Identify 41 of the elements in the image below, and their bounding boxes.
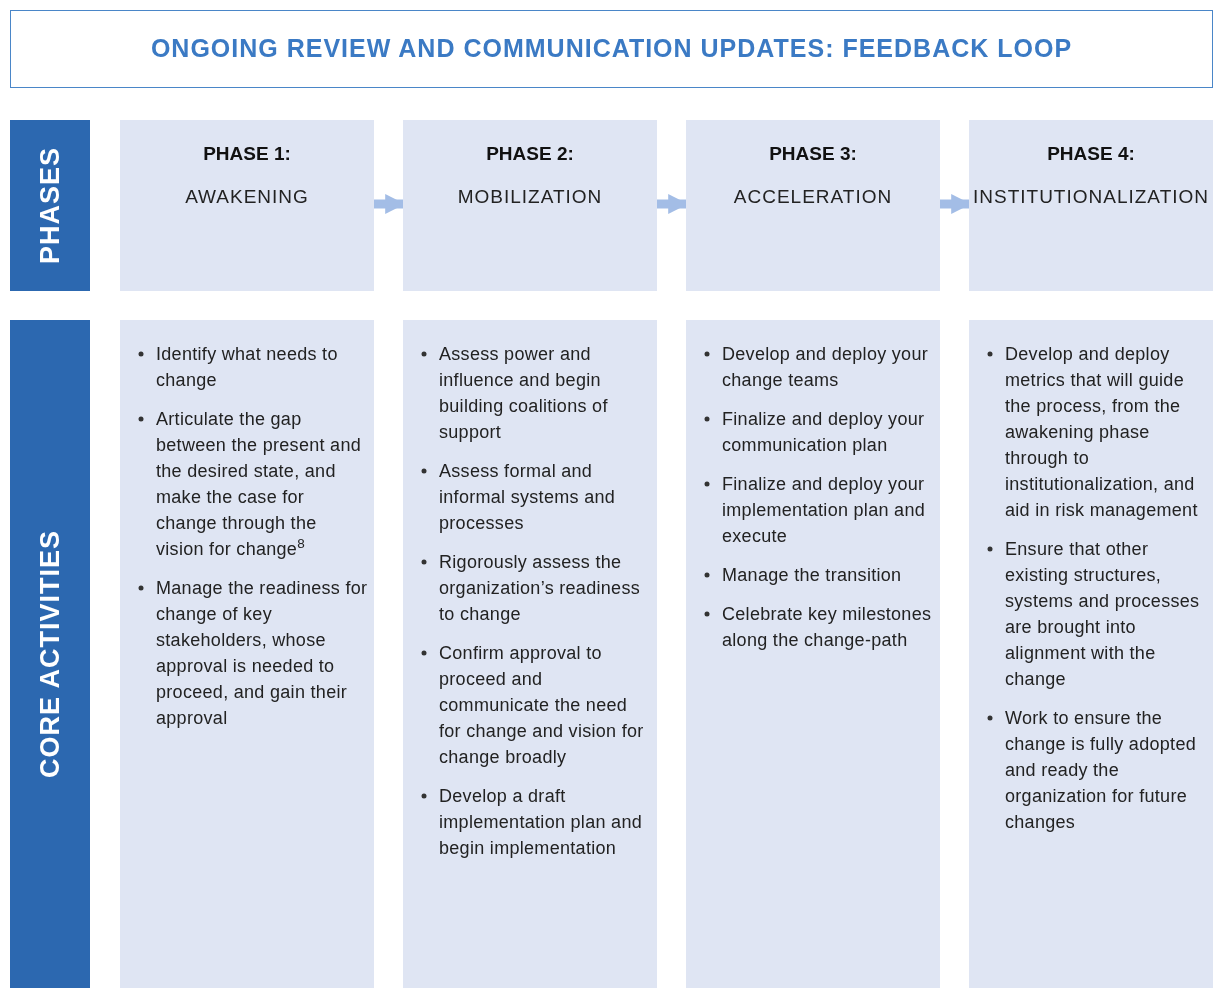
- phase-box: [120, 120, 374, 291]
- bullet-item: Celebrate key milestones along the change-path: [722, 603, 933, 652]
- phase-number: PHASE 1:: [203, 142, 291, 166]
- activity-column: [120, 320, 374, 988]
- phase-number: PHASE 3:: [769, 142, 857, 166]
- bullet-item: Assess formal and informal systems and processes: [439, 460, 617, 535]
- band-label: CORE ACTIVITIES: [33, 530, 66, 778]
- bullet-item: Manage the transition: [722, 564, 902, 587]
- activity-column: [969, 320, 1213, 988]
- arrow: [657, 194, 688, 214]
- phase-name: MOBILIZATION: [457, 184, 603, 209]
- bullet-item: Finalize and deploy your implementation plan and execute: [722, 473, 927, 548]
- phase-name: AWAKENING: [185, 184, 309, 209]
- bullet-item: Develop a draft implementation plan and begin implementation: [439, 785, 644, 860]
- phase-number: PHASE 2:: [486, 142, 574, 166]
- activity-column: [403, 320, 657, 988]
- phase-box: [969, 120, 1213, 291]
- phase-box: [686, 120, 940, 291]
- bullet-item: Finalize and deploy your communication plan: [722, 408, 926, 457]
- phase-name: INSTITUTIONALIZATION: [972, 184, 1209, 209]
- bullet-item: Develop and deploy your change teams: [722, 343, 930, 392]
- bullet-item: Develop and deploy metrics that will guide the process, from the awakening phase through to institutionalization, and aid in risk management: [1005, 343, 1199, 522]
- banner-title: ONGOING REVIEW AND COMMUNICATION UPDATES: FEEDBACK LOOP: [150, 33, 1073, 65]
- title-banner: [10, 10, 1213, 88]
- bullet-item: Ensure that other existing structures, systems and processes are brought into alignment with the change: [1005, 538, 1201, 691]
- section-band: [10, 320, 90, 988]
- phase-box: [403, 120, 657, 291]
- section-band: [10, 120, 90, 291]
- arrow: [940, 194, 971, 214]
- band-label: PHASES: [33, 146, 66, 264]
- bullet-item: Rigorously assess the organization’s readiness to change: [439, 551, 641, 626]
- bullet-item: Articulate the gap between the present and the desired state, and make the case for change through the vision for change$^{8}$: [156, 408, 363, 561]
- bullet-item: Work to ensure the change is fully adopted and ready the organization for future changes: [1005, 707, 1198, 834]
- phase-name: ACCELERATION: [733, 184, 893, 209]
- bullet-item: Confirm approval to proceed and communicate the need for change and vision for change broadly: [439, 642, 645, 769]
- activity-column: [686, 320, 940, 988]
- phase-number: PHASE 4:: [1047, 142, 1135, 166]
- arrow: [374, 194, 405, 214]
- bullet-item: Manage the readiness for change of key stakeholders, whose approval is needed to proceed, and gain their approval: [156, 577, 368, 730]
- bullet-item: Identify what needs to change: [156, 343, 339, 392]
- bullet-item: Assess power and influence and begin building coalitions of support: [439, 343, 609, 444]
